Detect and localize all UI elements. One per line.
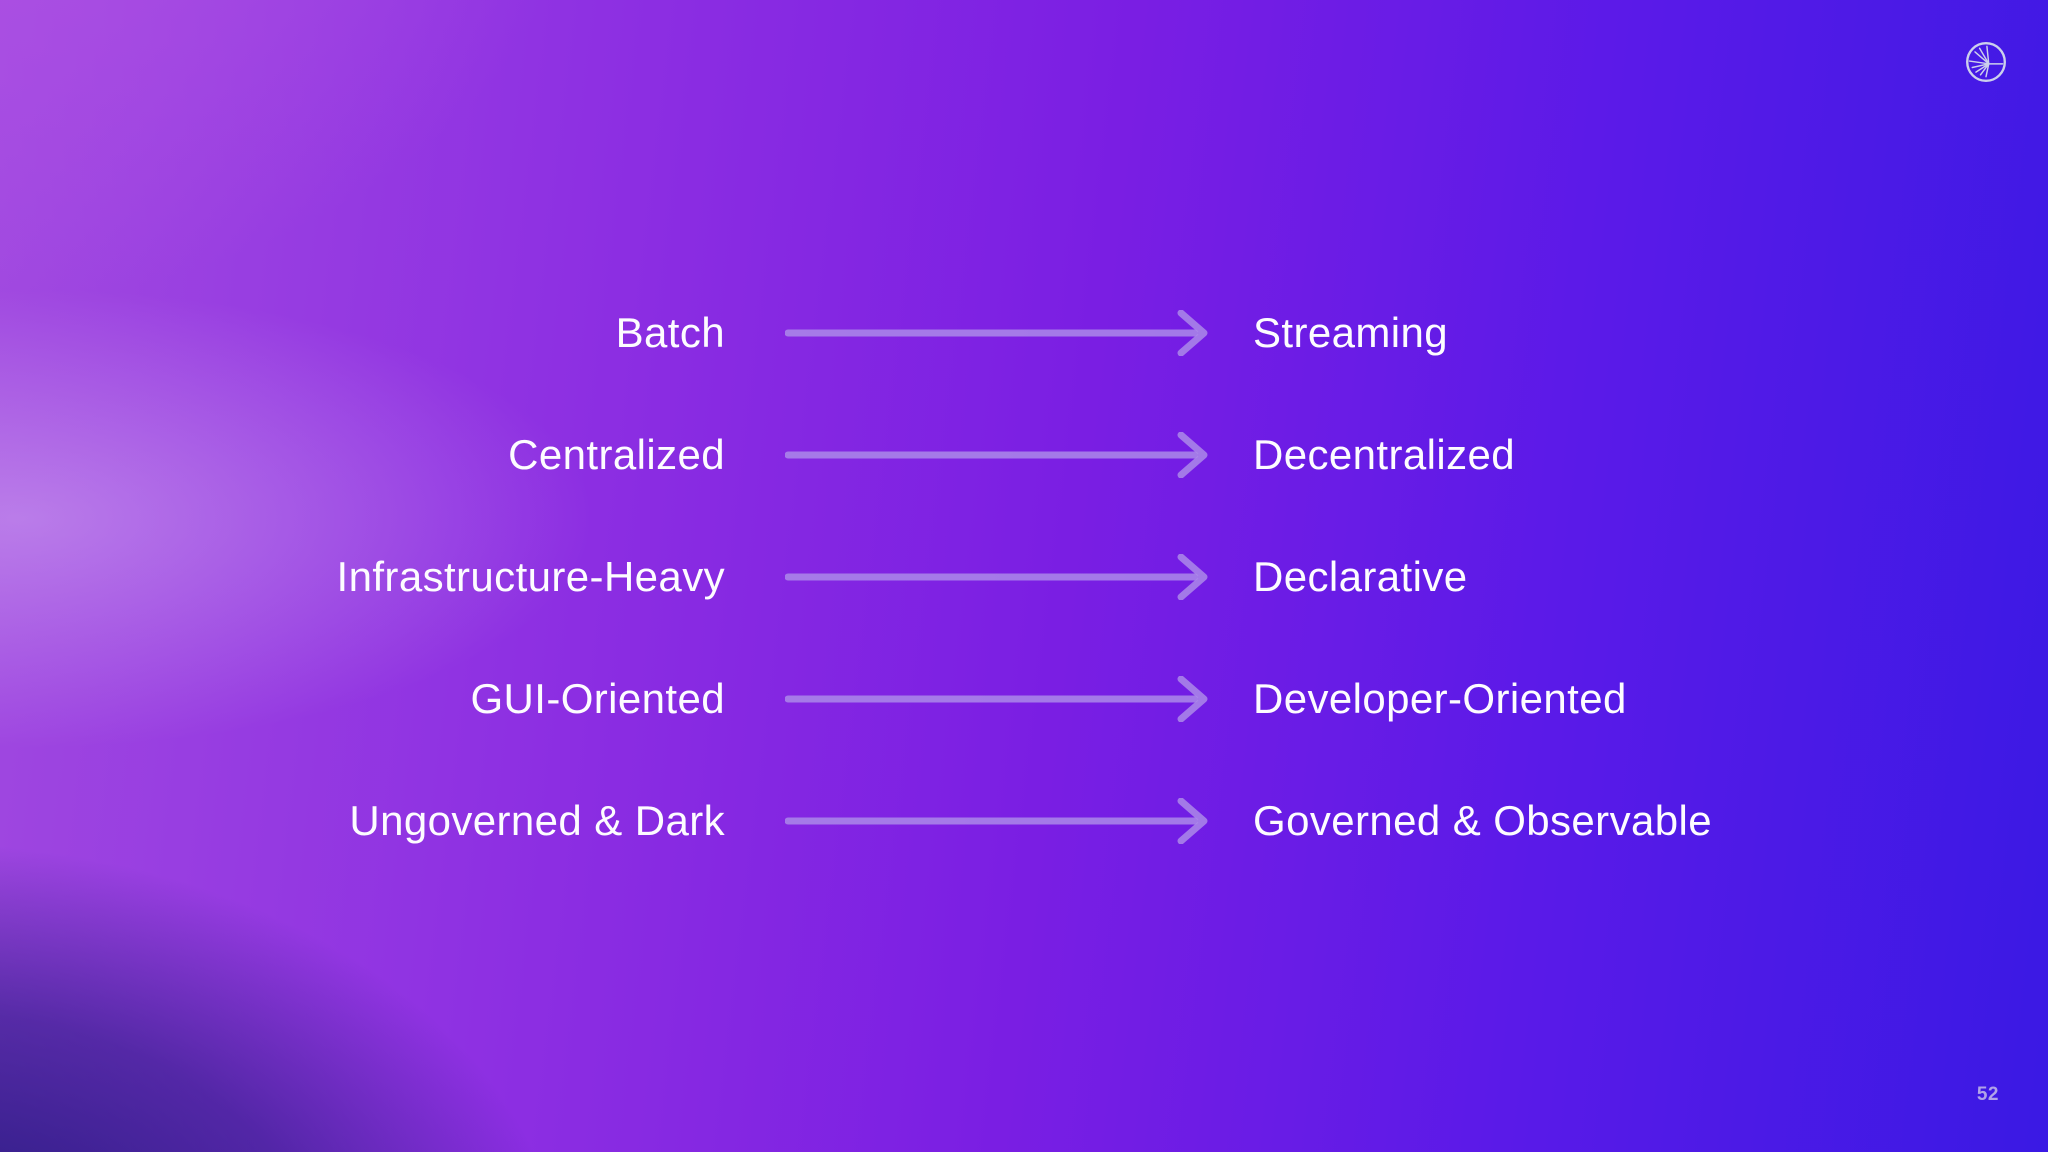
to-label: Governed & Observable [1253,797,1712,844]
right-arrow-icon [785,432,1208,478]
from-label: Centralized [508,431,725,478]
arrow-cell [725,554,1253,600]
arrow-cell [725,676,1253,722]
transition-row: Ungoverned & Dark Governed & Observable [0,760,2048,882]
right-arrow-icon [785,554,1208,600]
arrow-cell [725,432,1253,478]
from-label: Ungoverned & Dark [349,797,725,844]
arrow-cell [725,310,1253,356]
transition-list: Batch Streaming Centralized Decentralize… [0,272,2048,882]
arrow-cell [725,798,1253,844]
from-label: Batch [615,309,725,356]
right-arrow-icon [785,310,1208,356]
to-label: Declarative [1253,553,1468,600]
transition-row: Centralized Decentralized [0,394,2048,516]
from-label: GUI-Oriented [470,675,725,722]
from-label: Infrastructure-Heavy [336,553,725,600]
transition-row: GUI-Oriented Developer-Oriented [0,638,2048,760]
to-label: Decentralized [1253,431,1515,478]
right-arrow-icon [785,676,1208,722]
page-number: 52 [1976,1084,1999,1105]
to-label: Streaming [1253,309,1449,356]
right-arrow-icon [785,798,1208,844]
transition-row: Infrastructure-Heavy Declarative [0,516,2048,638]
to-label: Developer-Oriented [1253,675,1627,722]
transition-row: Batch Streaming [0,272,2048,394]
confluent-spark-logo-icon [1964,40,2008,84]
